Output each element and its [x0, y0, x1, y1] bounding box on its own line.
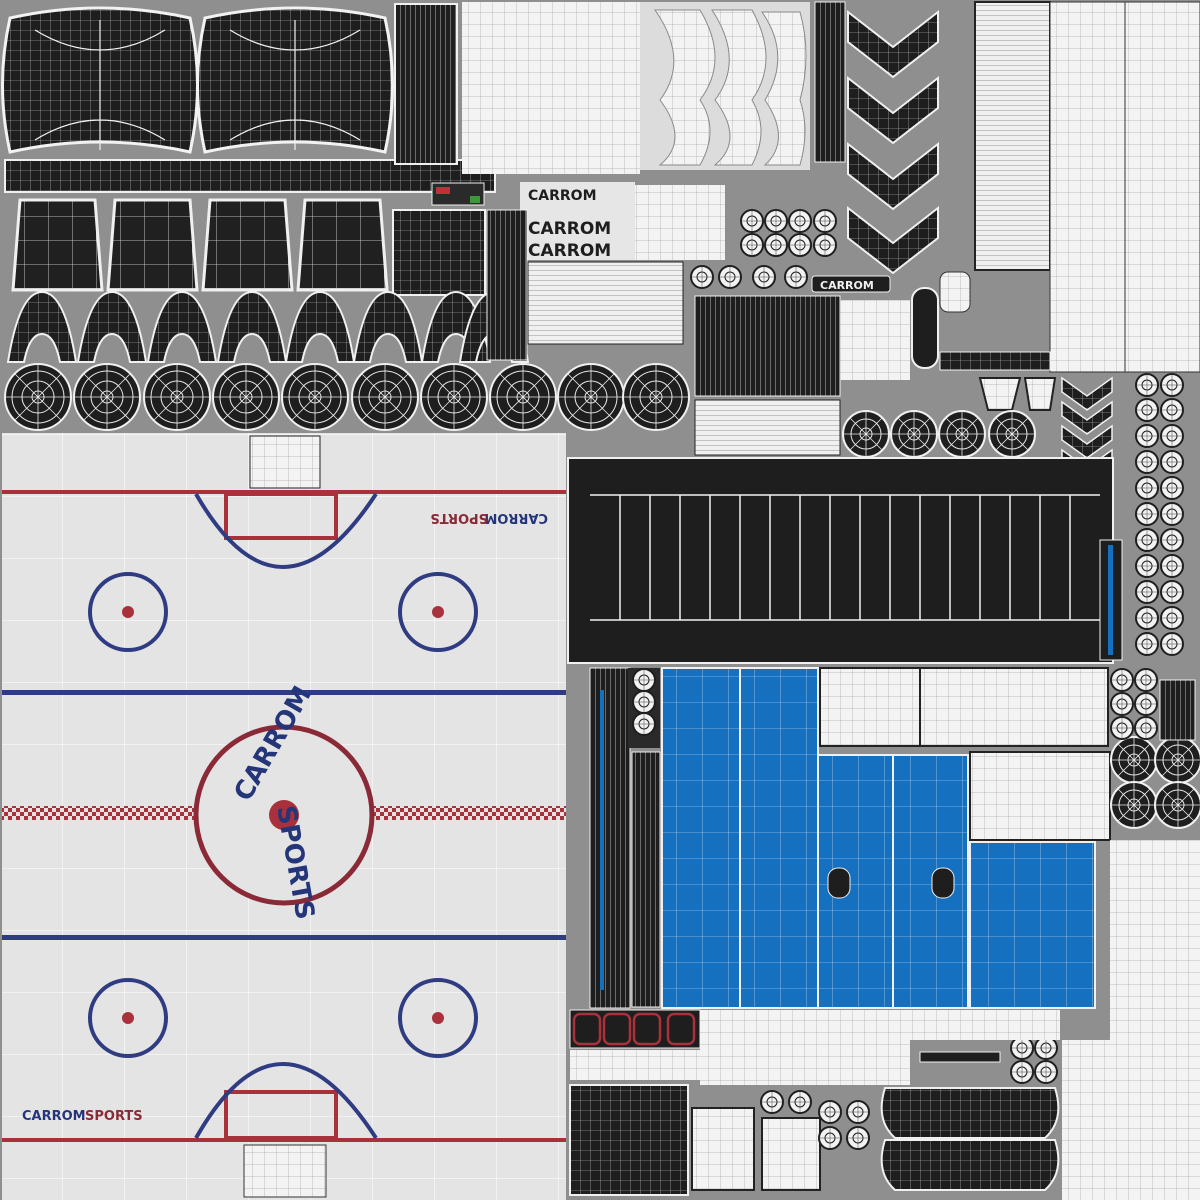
blue-board-panels	[661, 667, 1096, 1009]
stencil-label-3: CARROM	[528, 241, 611, 261]
stencil-label-1: CARROM	[528, 188, 597, 204]
ice-rink-surface	[2, 433, 566, 1200]
carrom-stencil-block: CARROM CARROM CARROM	[520, 182, 635, 261]
handle-bar	[919, 1051, 1001, 1063]
light-grid-bottom-a	[700, 1010, 910, 1085]
red-seat-row	[569, 1009, 701, 1049]
ramp-grid	[635, 185, 725, 260]
thin-strip-column	[589, 667, 631, 1009]
pill-part-1	[911, 287, 939, 369]
mechanical-grid-c	[840, 300, 910, 380]
light-grid-bottom-right	[1062, 1040, 1200, 1200]
rink-logo-top-word1: CARROM	[484, 510, 548, 525]
right-grid-column-2	[1124, 1, 1200, 373]
right-strip-panel	[1159, 679, 1196, 741]
tall-post-strips	[394, 3, 458, 165]
bucket-seats-row	[11, 198, 389, 292]
seat-shells-row	[1, 6, 394, 154]
dark-board-dividers	[590, 494, 1100, 621]
pill-part-2	[939, 271, 971, 313]
mechanical-strips-b	[694, 399, 841, 456]
long-rail	[4, 159, 496, 193]
rink-logo-bottom-word1: CARROM	[22, 1109, 86, 1124]
light-grid-bottom-b	[570, 1050, 700, 1080]
red-indicator	[436, 187, 450, 194]
rink-logo-top-mirrored: CARROM SPORTS	[430, 510, 548, 525]
dark-box-bottom-left	[569, 1084, 689, 1196]
thin-strip-column-2	[631, 751, 661, 1008]
boat-tray-shapes	[880, 1087, 1060, 1191]
stencil-label-4: CARROM	[820, 279, 874, 292]
light-box-bottom-mid-2	[761, 1117, 821, 1191]
vertical-bar-black	[814, 1, 846, 163]
green-indicator	[470, 196, 480, 203]
carrom-badge	[811, 275, 891, 293]
light-box-bottom-mid	[691, 1107, 755, 1191]
grid-box-small	[392, 209, 486, 296]
stencil-label-2: CARROM	[528, 219, 611, 239]
light-wireframe-panel	[462, 2, 640, 174]
rink-logo-bottom: CARROM SPORTS	[22, 1109, 143, 1124]
goal-net-shapes	[939, 351, 1057, 411]
right-light-grid	[1110, 840, 1200, 1050]
rink-logo-top-word2: SPORTS	[430, 510, 488, 525]
right-grid-column-1	[1049, 1, 1126, 373]
light-grid-bottom-strip	[885, 1010, 1060, 1040]
mechanical-strips-a	[694, 295, 841, 397]
slat-stack-dark	[486, 209, 528, 361]
white-slat-panel	[974, 1, 1051, 271]
rink-logo-bottom-word2: SPORTS	[85, 1109, 143, 1124]
curvy-columns	[654, 9, 807, 166]
white-frame-panels	[819, 667, 1111, 841]
slat-stack-upper	[527, 261, 684, 345]
dark-board-panel	[567, 457, 1114, 664]
